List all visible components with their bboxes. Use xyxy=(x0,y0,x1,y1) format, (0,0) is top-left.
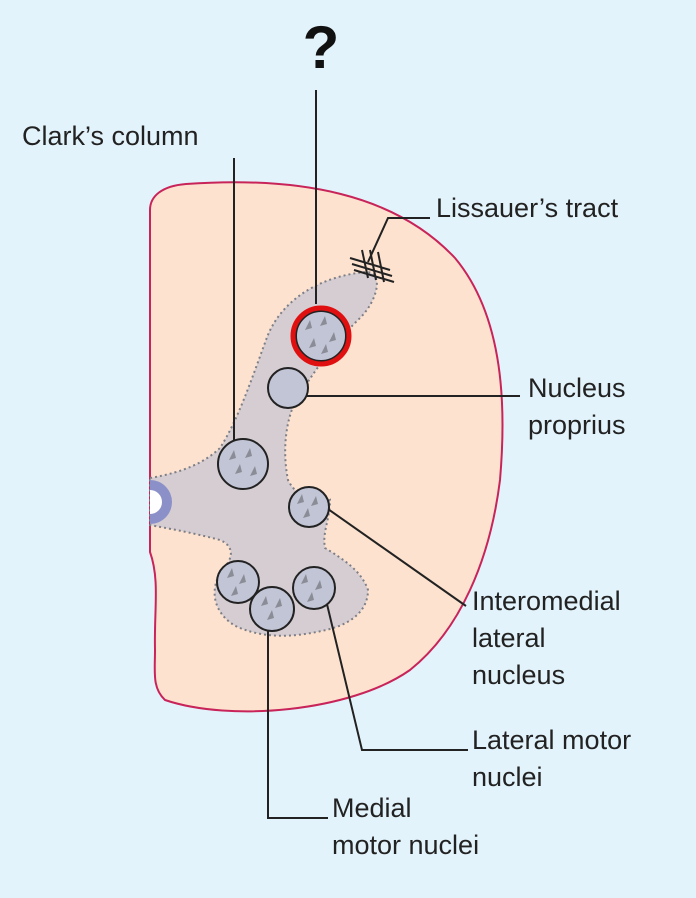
leader-intermediolateral xyxy=(317,501,467,607)
label-lateral-motor-line-1: Lateral motor xyxy=(472,725,632,755)
substantia-gelatinosa-nucleus xyxy=(295,310,347,362)
white-matter xyxy=(149,181,504,713)
label-clarks-column: Clark’s column xyxy=(22,118,199,155)
label-intermediolateral-line-2: lateral xyxy=(472,623,546,653)
clarks-column-nucleus xyxy=(217,438,269,490)
leader-lateral-motor xyxy=(325,599,468,751)
leader-medial-motor xyxy=(267,624,328,819)
leader-lissauers-tract xyxy=(367,217,430,263)
label-intermediolateral-nucleus: Interomedial lateral nucleus xyxy=(472,583,621,694)
nucleus-proprius xyxy=(267,367,309,409)
label-intermediolateral-line-3: nucleus xyxy=(472,660,566,690)
label-lissauers-tract: Lissauer’s tract xyxy=(436,190,618,227)
intermediolateral-nucleus xyxy=(288,486,330,528)
label-nucleus-proprius: Nucleus proprius xyxy=(528,370,626,444)
label-lateral-motor-line-2: nuclei xyxy=(472,762,543,792)
label-medial-motor-line-1: Medial xyxy=(332,793,412,823)
label-nucleus-proprius-line-2: proprius xyxy=(528,410,626,440)
lateral-motor-nucleus xyxy=(292,566,336,610)
label-medial-motor-line-2: motor nuclei xyxy=(332,830,480,860)
lissauers-tract-hatch xyxy=(349,249,395,283)
central-canal-lumen xyxy=(150,490,162,514)
label-nucleus-proprius-line-1: Nucleus xyxy=(528,373,626,403)
label-medial-motor-nuclei: Medial motor nuclei xyxy=(332,790,479,864)
label-intermediolateral-line-1: Interomedial xyxy=(472,586,621,616)
question-mark: ? xyxy=(303,14,340,81)
label-lissauers-tract-text: Lissauer’s tract xyxy=(436,193,619,223)
label-lateral-motor-nuclei: Lateral motor nuclei xyxy=(472,722,631,796)
medial-motor-nucleus xyxy=(249,586,295,632)
label-clarks-column-text: Clark’s column xyxy=(22,121,199,151)
highlight-circle xyxy=(290,305,352,367)
medial-motor-nucleus-left xyxy=(216,560,260,604)
